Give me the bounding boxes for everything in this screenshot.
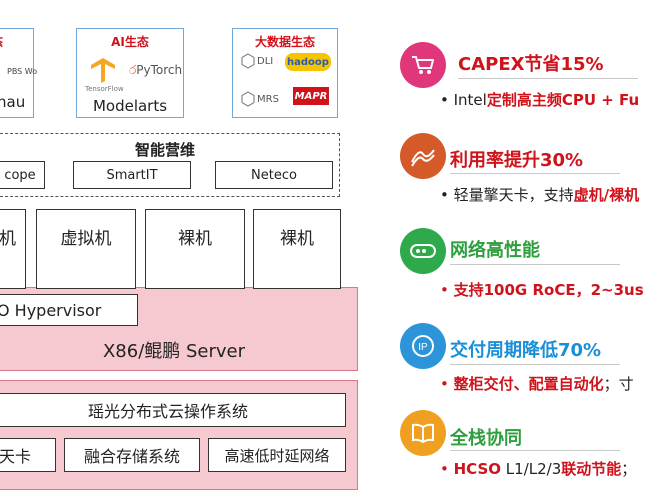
mapr-label: MAPR bbox=[294, 90, 328, 102]
benefit-text: • 支持100G RoCE，2~3us bbox=[440, 279, 644, 300]
benefit-text-plain: • bbox=[440, 460, 454, 478]
dli-logo: DLI bbox=[241, 53, 273, 69]
ops-item-label: SmartIT bbox=[106, 167, 158, 183]
compute-box-label: 机 bbox=[0, 229, 16, 249]
benefit-text: • 整柜交付、配置自动化；寸 bbox=[440, 373, 634, 394]
ai-ecosystem-title: AI生态 bbox=[111, 35, 149, 49]
tensorflow-icon bbox=[91, 58, 115, 83]
os-title-box: 瑶光分布式云操作系统 bbox=[0, 393, 346, 427]
os-item-storage: 融合存储系统 bbox=[64, 438, 200, 472]
benefit-text-highlight: 支持100G RoCE，2~3us bbox=[453, 281, 644, 299]
tensorflow-label: TensorFlow bbox=[85, 85, 124, 93]
hadoop-label: hadoop bbox=[287, 56, 329, 68]
benefit-text-plain: L1/L2/3 bbox=[501, 460, 562, 478]
compute-box-label: 裸机 bbox=[280, 229, 314, 249]
tensorflow-logo: TensorFlow bbox=[85, 55, 124, 93]
intelligent-ops-group: 智能营维 cope SmartIT Neteco bbox=[0, 133, 340, 197]
benefit-text-highlight: 联动节能 bbox=[561, 460, 622, 478]
compute-box-partial: 机 bbox=[0, 209, 26, 289]
os-item-label: 融合存储系统 bbox=[83, 447, 180, 466]
bigdata-ecosystem-title: 大数据生态 bbox=[254, 35, 315, 49]
os-title: 瑶光分布式云操作系统 bbox=[87, 402, 248, 421]
benefit-divider bbox=[458, 78, 638, 79]
benefit-divider bbox=[450, 450, 620, 451]
hadoop-logo: hadoop bbox=[285, 53, 331, 71]
book-icon bbox=[400, 410, 446, 456]
benefit-text-highlight: 虚机/裸机 bbox=[573, 186, 640, 204]
intelligent-ops-title: 智能营维 bbox=[134, 141, 195, 159]
pytorch-label: PyTorch bbox=[136, 63, 183, 77]
os-item-label: 天卡 bbox=[0, 447, 32, 466]
benefit-title: 全栈协同 bbox=[450, 428, 522, 449]
os-item-card: 天卡 bbox=[0, 438, 56, 472]
benefit-divider bbox=[450, 264, 620, 265]
os-item-label: 高速低时延网络 bbox=[224, 446, 330, 465]
mrs-hexagon-icon bbox=[241, 91, 255, 107]
benefit-title: 网络高性能 bbox=[450, 240, 540, 261]
benefit-text: • 轻量擎天卡，支持虚机/裸机 bbox=[440, 184, 639, 205]
compute-box-vm: 虚拟机 bbox=[36, 209, 136, 289]
ops-item-cope: cope bbox=[0, 161, 45, 189]
ops-item-smartit: SmartIT bbox=[73, 161, 191, 189]
benefit-text-plain: • bbox=[440, 375, 454, 393]
compute-box-label: 裸机 bbox=[178, 229, 212, 249]
hpc-ecosystem-name: nau bbox=[0, 93, 26, 111]
pbs-works-logo: PBS Works bbox=[7, 67, 37, 76]
benefit-title: 交付周期降低70% bbox=[450, 340, 602, 361]
ops-item-neteco: Neteco bbox=[215, 161, 333, 189]
cart-icon bbox=[400, 42, 446, 88]
os-item-network: 高速低时延网络 bbox=[208, 438, 346, 472]
benefit-text-plain: • 轻量擎天卡，支持 bbox=[440, 186, 574, 204]
ai-ecosystem-box: AI生态 TensorFlow රPyTorch Modelarts bbox=[76, 28, 184, 118]
svg-text:IP: IP bbox=[418, 342, 428, 353]
ai-ecosystem-name: Modelarts bbox=[92, 97, 168, 115]
benefit-text-plain: • Intel bbox=[440, 91, 487, 109]
compute-box-baremetal-1: 裸机 bbox=[145, 209, 245, 289]
hypervisor-label: O Hypervisor bbox=[0, 300, 102, 320]
pytorch-flame-icon: ර bbox=[129, 63, 137, 77]
benefit-title: 利用率提升30% bbox=[450, 150, 584, 171]
benefit-text-plain: ； bbox=[621, 460, 637, 478]
bigdata-ecosystem-box: 大数据生态 DLI hadoop MRS MAPR bbox=[232, 28, 338, 118]
benefit-text: • Intel定制高主频CPU + Fu bbox=[440, 89, 639, 110]
benefit-text-highlight: HCSO bbox=[453, 460, 502, 478]
compute-box-label: 虚拟机 bbox=[60, 229, 112, 249]
benefit-text-highlight: 整柜交付、配置自动化 bbox=[453, 375, 604, 393]
hypervisor-box: O Hypervisor bbox=[0, 294, 138, 326]
benefit-text: • HCSO L1/L2/3联动节能； bbox=[440, 458, 636, 479]
benefit-divider bbox=[450, 364, 620, 365]
dli-hexagon-icon bbox=[241, 53, 255, 69]
dli-label: DLI bbox=[257, 55, 274, 67]
benefit-text-plain: • bbox=[440, 281, 454, 299]
benefit-text-highlight: 定制高主频CPU + Fu bbox=[486, 91, 640, 109]
hpc-ecosystem-box: 态 PBS Works nau bbox=[0, 28, 37, 118]
server-label: X86/鲲鹏 Server bbox=[102, 341, 246, 362]
mrs-logo: MRS bbox=[241, 91, 279, 107]
compute-box-baremetal-2: 裸机 bbox=[253, 209, 341, 289]
benefit-text-plain: ；寸 bbox=[603, 375, 634, 393]
mrs-label: MRS bbox=[257, 93, 279, 105]
network-card-icon bbox=[400, 228, 446, 274]
chart-waves-icon bbox=[400, 133, 446, 179]
pytorch-logo: රPyTorch bbox=[129, 63, 182, 78]
ops-item-label: cope bbox=[4, 167, 36, 183]
hpc-ecosystem-title: 态 bbox=[0, 33, 33, 50]
benefit-divider bbox=[450, 173, 620, 174]
ops-item-label: Neteco bbox=[251, 167, 297, 183]
benefit-title: CAPEX节省15% bbox=[458, 54, 604, 75]
ip-pin-icon: IP bbox=[400, 323, 446, 369]
mapr-logo: MAPR bbox=[293, 87, 329, 105]
